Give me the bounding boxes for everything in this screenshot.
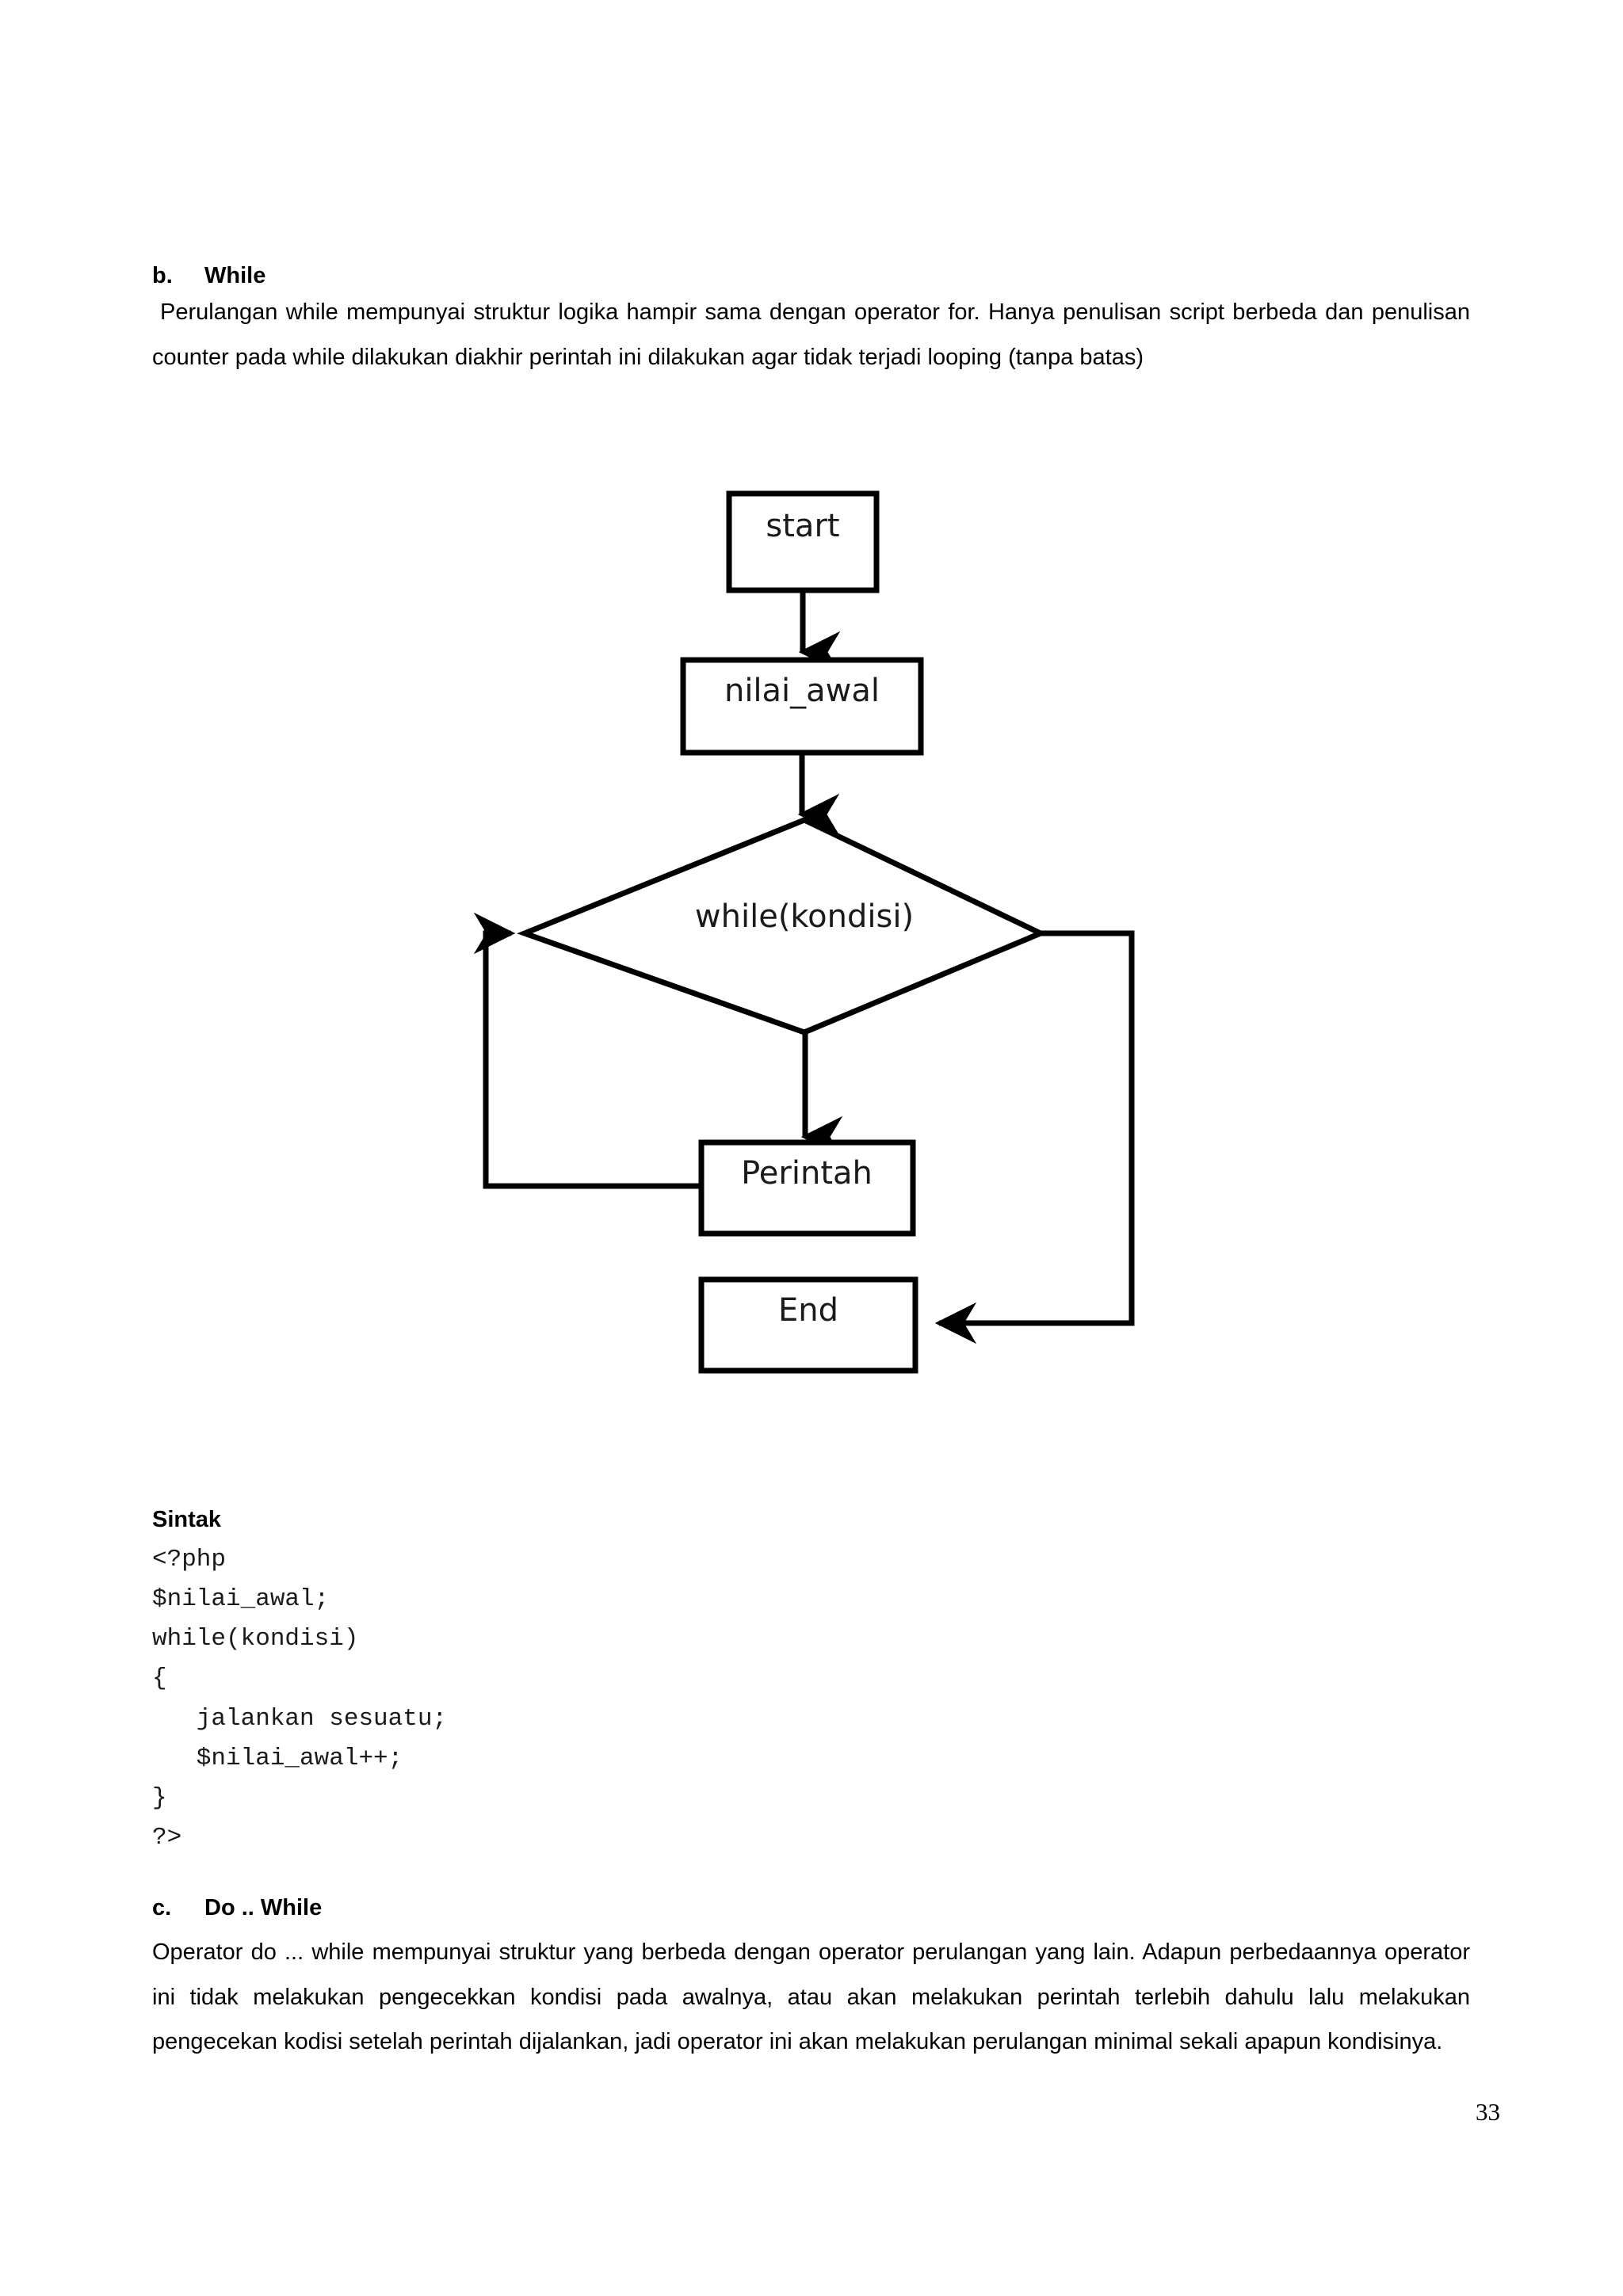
heading-text-do-while: Do .. While: [204, 1895, 323, 1920]
section-while: b. While Perulangan while mempunyai stru…: [152, 261, 1470, 379]
flow-label-perintah: Perintah: [741, 1155, 873, 1192]
flow-node-end: [698, 1276, 918, 1374]
sintak-section: Sintak <?php $nilai_awal; while(kondisi)…: [152, 1505, 1103, 1858]
section-do-while: c. Do .. While Operator do ... while mem…: [152, 1894, 1470, 2065]
heading-text-while: While: [204, 263, 266, 288]
flowchart-svg: start nilai_awal while(kondisi) Perintah: [473, 490, 1135, 1374]
flow-node-perintah: [698, 1139, 916, 1237]
heading-marker-c: c.: [152, 1895, 172, 1920]
flow-node-nilai-awal: [680, 657, 924, 756]
flow-edge-perintah-loopback: [473, 912, 701, 1189]
flow-edge-condition-to-end: [934, 930, 1135, 1344]
heading-while: b. While: [152, 261, 1470, 290]
paragraph-while: Perulangan while mempunyai struktur logi…: [152, 299, 1470, 370]
flow-label-start: start: [766, 508, 839, 544]
flow-label-condition: while(kondisi): [695, 898, 914, 935]
flow-label-end: End: [778, 1292, 838, 1329]
sintak-heading: Sintak: [152, 1507, 222, 1532]
flowchart-while: start nilai_awal while(kondisi) Perintah: [0, 460, 1623, 1426]
heading-marker-b: b.: [152, 263, 173, 288]
page-number: 33: [1476, 2098, 1500, 2126]
heading-do-while: c. Do .. While: [152, 1894, 1470, 1922]
paragraph-do-while: Operator do ... while mempunyai struktur…: [152, 1939, 1470, 2055]
code-block-while: <?php $nilai_awal; while(kondisi) { jala…: [152, 1545, 448, 1852]
flow-label-nilai-awal: nilai_awal: [724, 673, 880, 709]
